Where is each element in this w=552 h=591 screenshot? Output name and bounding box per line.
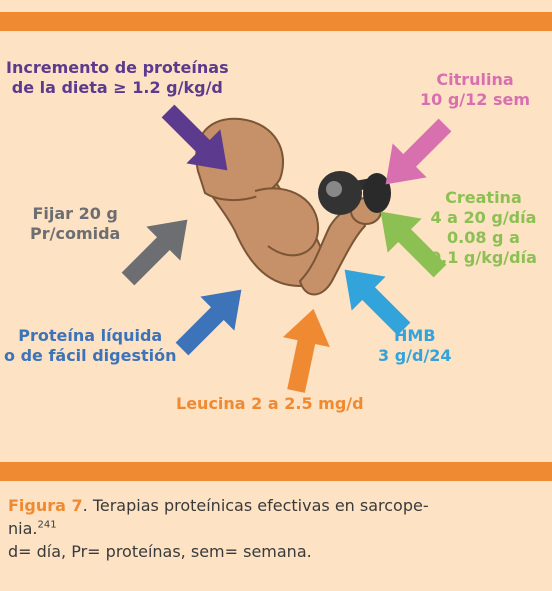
- figure-label: Figura 7: [8, 496, 83, 515]
- caption-text: . Terapias proteínicas efectivas en sarc…: [82, 496, 429, 515]
- label-creatina: Creatina 4 a 20 g/día 0.08 g a 0.1 g/kg/…: [430, 188, 537, 267]
- reference-number: 241: [37, 519, 57, 531]
- arrow-fijar: [121, 219, 188, 286]
- dumbbell-icon: [318, 171, 391, 215]
- protein-therapies-diagram: Incremento de proteínas de la dieta ≥ 1.…: [0, 31, 552, 462]
- caption-abbreviations: d= día, Pr= proteínas, sem= semana.: [8, 542, 312, 561]
- arrow-citrulina: [385, 118, 452, 185]
- arrow-hmb: [344, 269, 411, 336]
- label-liquida: Proteína líquida o de fácil digestión: [4, 326, 177, 365]
- label-fijar: Fijar 20 g Pr/comida: [30, 204, 121, 243]
- bottom-accent-bar: [0, 462, 552, 481]
- top-accent-bar: [0, 12, 552, 31]
- label-hmb: HMB 3 g/d/24: [378, 326, 452, 365]
- arrow-creatina: [380, 211, 447, 278]
- caption-line-2: nia.241: [8, 517, 538, 540]
- label-citrulina: Citrulina 10 g/12 sem: [420, 70, 531, 109]
- label-protein-increase: Incremento de proteínas de la dieta ≥ 1.…: [6, 58, 229, 97]
- arrow-leucina: [282, 308, 330, 393]
- label-leucina: Leucina 2 a 2.5 mg/d: [176, 394, 364, 413]
- caption-text-end: nia.: [8, 519, 38, 538]
- arrow-protein-increase: [161, 104, 228, 171]
- arrow-liquida: [175, 289, 242, 356]
- caption-line-1: Figura 7. Terapias proteínicas efectivas…: [8, 494, 538, 517]
- figure-caption: Figura 7. Terapias proteínicas efectivas…: [8, 494, 538, 563]
- diagram-canvas: [121, 104, 452, 393]
